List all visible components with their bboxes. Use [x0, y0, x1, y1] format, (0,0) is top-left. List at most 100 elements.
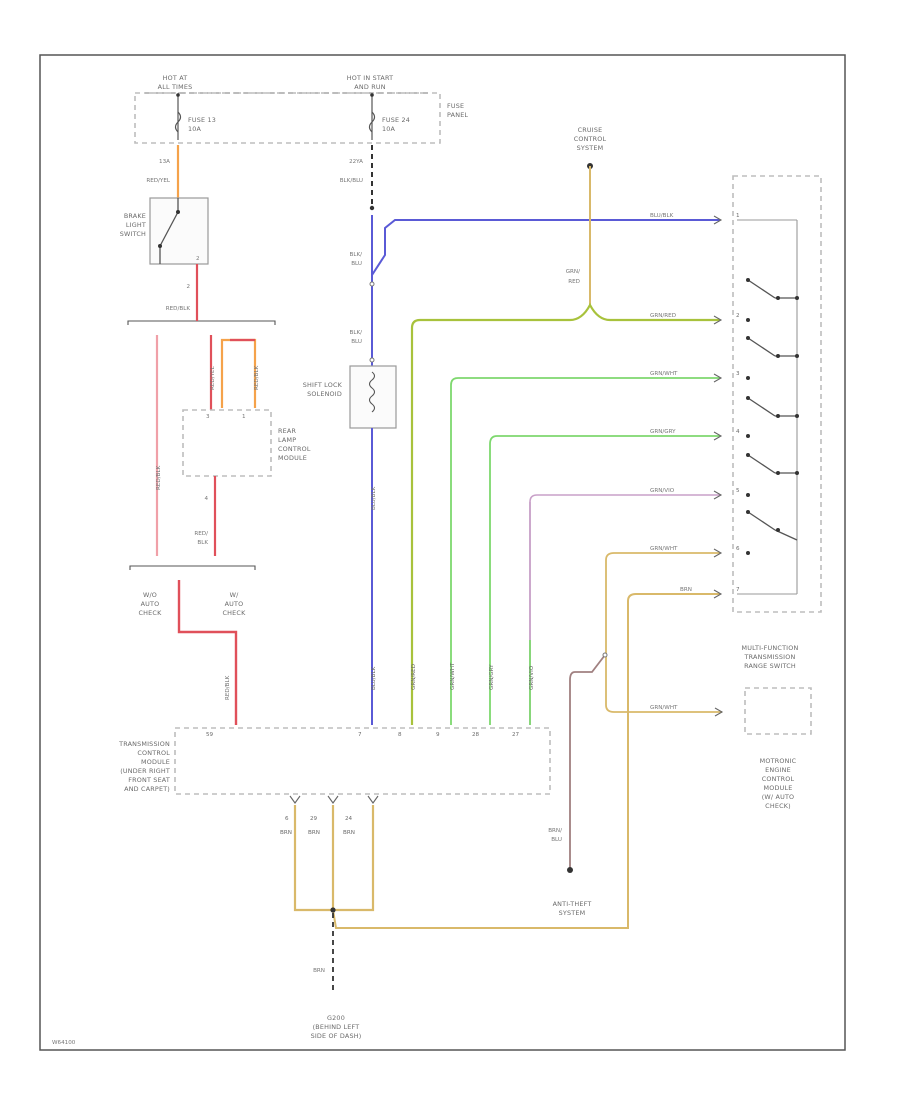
rear-lamp-label-4: MODULE [278, 454, 307, 462]
tcm-bottom-pin-24: 24 [345, 816, 353, 822]
range-switch-label-3: RANGE SWITCH [744, 662, 796, 670]
multi-function-range-switch [732, 175, 822, 613]
cruise-label-1: CRUISE [578, 126, 603, 134]
range-pin-2: 2 [736, 313, 740, 319]
motronic-label-1: MOTRONIC [760, 757, 797, 765]
motronic-label-3: CONTROL [762, 775, 795, 783]
wire-red-blk-label: RED/BLK [166, 306, 191, 312]
wire-brn [332, 593, 720, 929]
fuse-panel-box [134, 92, 441, 144]
brake-switch-label-2: LIGHT [126, 221, 146, 229]
motronic-ecm-box [744, 687, 812, 735]
range-pin-3: 3 [736, 371, 740, 377]
range-wire-4: GRN/GRY [650, 429, 676, 435]
fuse-13 [174, 93, 182, 140]
wire-grn-red-b: RED [568, 279, 580, 285]
tcm-vert-wire-0: BLU/BLK [371, 666, 377, 690]
fuse-24 [368, 93, 376, 140]
rear-lamp-pin-right: 1 [242, 414, 246, 420]
motronic-label-4: MODULE [764, 784, 793, 792]
tcm-vert-wire-4: GRN/VIO [529, 665, 535, 690]
fuse-24-rating: 10A [382, 125, 396, 133]
wire-brn-blu-b: BLU [551, 837, 562, 843]
motronic-label-2: ENGINE [765, 766, 791, 774]
tcm-pin-7: 7 [358, 732, 362, 738]
rear-lamp-label-2: LAMP [278, 436, 296, 444]
tcm-label-3: MODULE [141, 758, 170, 766]
wire-fuse13-pin: 13A [159, 159, 170, 165]
motronic-label-5: (W/ AUTO [762, 793, 795, 801]
tcm-label-5: FRONT SEAT [128, 776, 170, 784]
wire-blu-label: BLU/BLK [371, 486, 377, 510]
fuse-panel-label-line2: PANEL [447, 111, 468, 119]
range-pin-1: 1 [736, 213, 740, 219]
range-wire-6: GRN/WHT [650, 546, 678, 552]
cruise-label-2: CONTROL [574, 135, 607, 143]
wire-blk-blu-1b: BLU [351, 261, 362, 267]
wire-blk-blu-1a: BLK/ [349, 252, 362, 258]
tcm-vert-wire-1: GRN/RED [411, 664, 417, 690]
brake-pin: 2 [186, 284, 190, 290]
wire-grn-gry [489, 435, 720, 725]
tcm-bottom-wire-1: BRN [280, 830, 292, 836]
range-pin-5: 5 [736, 488, 740, 494]
tcm-label-2: CONTROL [137, 749, 170, 757]
wire-tcm-red-label: RED/BLK [225, 675, 231, 700]
brake-switch-label-3: SWITCH [120, 230, 146, 238]
shift-lock-solenoid [349, 365, 397, 429]
tcm-label-6: AND CARPET) [124, 785, 170, 793]
wire-grn-vio [529, 494, 720, 725]
ground-label-1: G200 [327, 1014, 345, 1022]
wire-grn-red-a: GRN/ [566, 269, 580, 275]
wire-red-to-tcm [177, 580, 238, 725]
range-wire-7: BRN [680, 587, 692, 593]
tcm-label-1: TRANSMISSION [118, 740, 170, 748]
range-switch-label-2: TRANSMISSION [744, 653, 796, 661]
fuse-13-name: FUSE 13 [188, 116, 216, 124]
tcm-pin-59: 59 [206, 732, 214, 738]
rear-lamp-out-pin: 4 [204, 496, 208, 502]
fuse-24-name: FUSE 24 [382, 116, 410, 124]
wire-grn-red [410, 302, 720, 725]
wire-fuse24-color: BLK/BLU [340, 178, 363, 184]
wire-blu-blk-main [371, 215, 720, 279]
tcm-bottom-pin-6: 6 [285, 816, 289, 822]
rear-lamp-control-module [182, 409, 272, 477]
cruise-label-3: SYSTEM [577, 144, 604, 152]
check-left-3: CHECK [139, 609, 163, 617]
wire-brn-blu-a: BRN/ [548, 828, 562, 834]
ground-wire-label: BRN [313, 968, 325, 974]
range-switch-contacts [737, 219, 799, 595]
tcm-pin-27: 27 [512, 732, 520, 738]
antitheft-label-2: SYSTEM [559, 909, 586, 917]
wire-blk-blu-2b: BLU [351, 339, 362, 345]
brake-light-switch [149, 197, 209, 265]
range-wire-2: GRN/RED [650, 313, 676, 319]
wire-brn-tcm-ground [293, 805, 375, 912]
tcm-pin-28: 28 [472, 732, 480, 738]
check-right-3: CHECK [223, 609, 247, 617]
wire-fuse24-pin: 22YA [349, 159, 363, 165]
svg-text:2: 2 [196, 256, 200, 262]
fuse-13-rating: 10A [188, 125, 202, 133]
wire-red-blk-vert2-label: RED/BLK [254, 365, 260, 390]
shift-lock-label-1: SHIFT LOCK [303, 381, 343, 389]
antitheft-label-1: ANTI-THEFT [553, 900, 592, 908]
power-right-subtitle: AND RUN [354, 83, 385, 91]
wire-red-blk-bottom-2: BLK [197, 540, 208, 546]
motronic-wire: GRN/WHT [650, 705, 678, 711]
diagram-code: W64100 [52, 1040, 76, 1046]
check-left-1: W/O [143, 591, 157, 599]
transmission-control-module [174, 727, 551, 795]
wire-red-blk-bottom-1: RED/ [194, 531, 208, 537]
tcm-vert-wire-3: GRN/GRY [489, 664, 495, 690]
check-left-2: AUTO [141, 600, 160, 608]
wire-grn-wht-2 [605, 552, 722, 713]
ground-label-2: (BEHIND LEFT [313, 1023, 360, 1031]
check-right-1: W/ [230, 591, 240, 599]
power-left-subtitle: ALL TIMES [158, 83, 193, 91]
rear-lamp-pin-left: 3 [206, 414, 210, 420]
wire-grn-wht [450, 377, 720, 725]
tcm-vert-wire-2: GRN/WHT [450, 662, 456, 690]
range-pin-4: 4 [736, 429, 740, 435]
